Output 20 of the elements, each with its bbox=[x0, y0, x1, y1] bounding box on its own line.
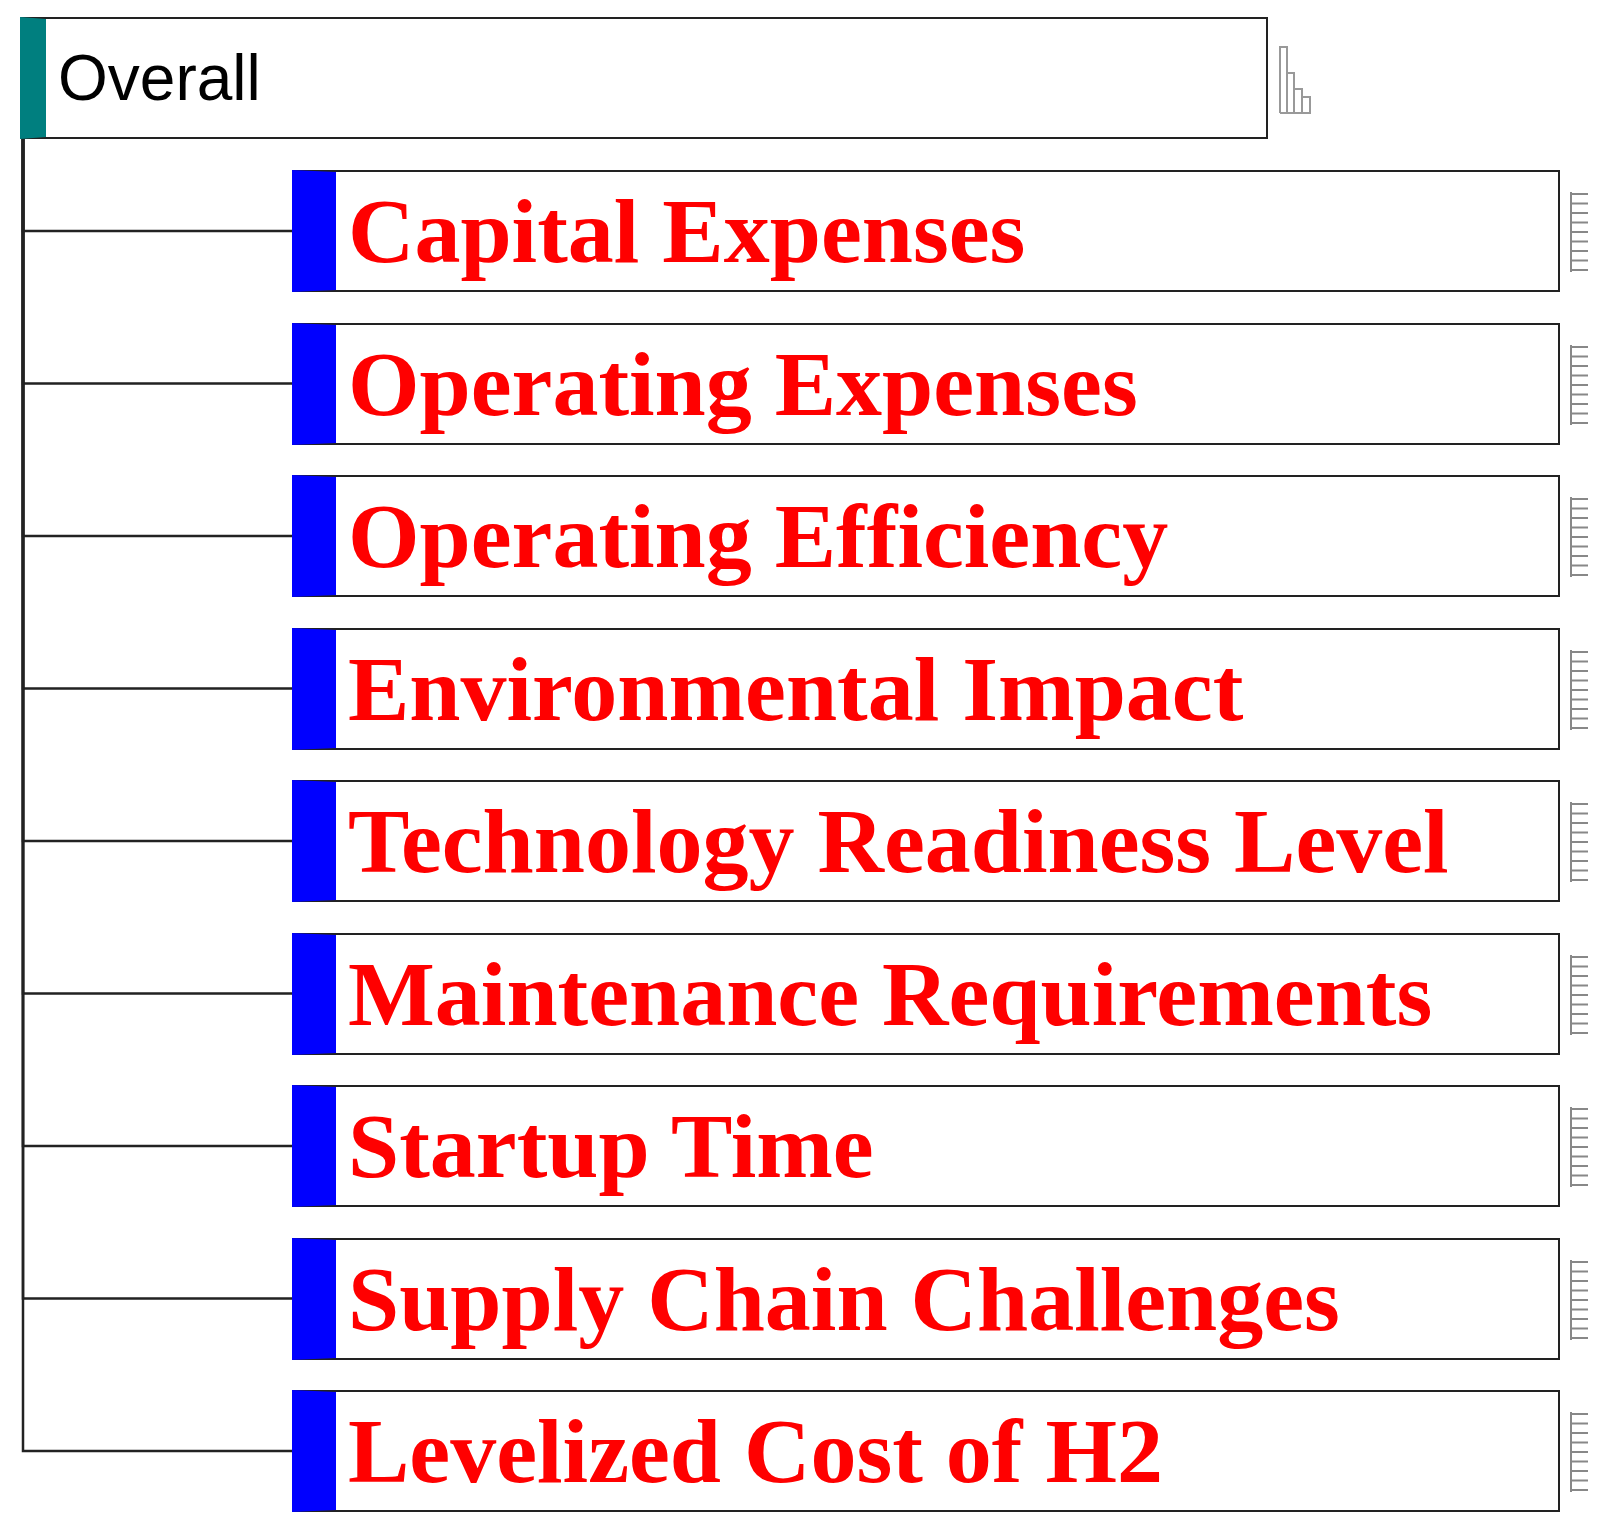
criterion-label: Levelized Cost of H2 bbox=[348, 1399, 1164, 1504]
criterion-box bbox=[292, 1237, 1560, 1360]
criterion-box bbox=[292, 780, 1560, 902]
goal-label: Overall bbox=[58, 41, 261, 116]
criterion-box bbox=[292, 1390, 1560, 1512]
goal-box bbox=[20, 17, 1268, 139]
criterion-box bbox=[292, 627, 1560, 750]
criterion-label: Operating Expenses bbox=[348, 331, 1138, 437]
criterion-label: Startup Time bbox=[348, 1094, 874, 1199]
criterion-label: Environmental Impact bbox=[348, 636, 1244, 742]
criterion-box bbox=[292, 170, 1560, 292]
criterion-box bbox=[292, 1085, 1560, 1207]
criterion-label: Operating Efficiency bbox=[348, 484, 1169, 589]
criterion-label: Supply Chain Challenges bbox=[348, 1246, 1340, 1352]
criterion-box bbox=[292, 322, 1560, 445]
criterion-label: Capital Expenses bbox=[348, 179, 1026, 284]
criterion-label: Maintenance Requirements bbox=[348, 941, 1433, 1047]
criterion-box bbox=[292, 475, 1560, 597]
criterion-label: Technology Readiness Level bbox=[348, 789, 1449, 894]
criterion-box bbox=[292, 932, 1560, 1055]
